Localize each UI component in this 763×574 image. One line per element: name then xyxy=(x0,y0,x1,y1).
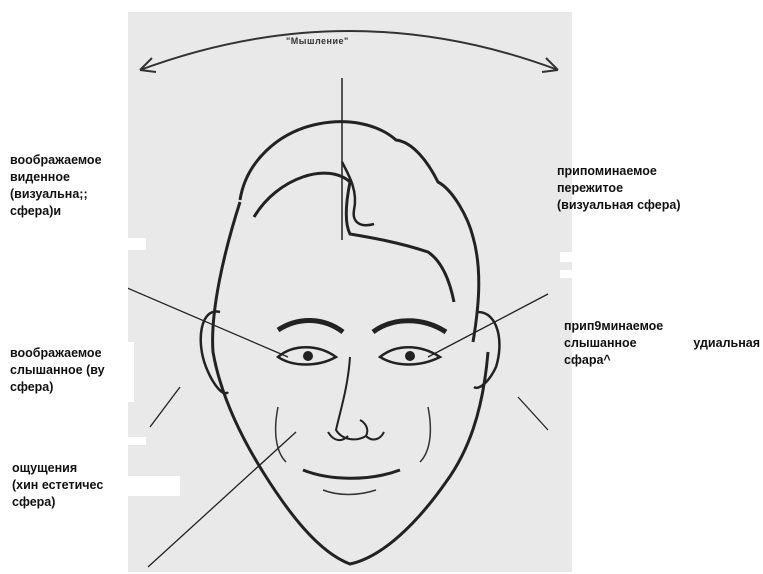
label-remembered-heard: прип9минаемое слышанное удиальная сфара^ xyxy=(564,318,760,369)
pointer-left-ear xyxy=(150,387,180,427)
nose xyxy=(336,357,367,439)
pupil-left xyxy=(303,351,313,361)
brow-right xyxy=(373,321,446,332)
pointer-right-ear xyxy=(518,397,548,430)
pointer-right-eye xyxy=(428,294,548,357)
label-remembered-heard-word-a: слышанное xyxy=(564,335,637,352)
label-remembered-heard-line2: слышанное удиальная xyxy=(564,335,760,352)
diagram-title: "Мышление" xyxy=(286,36,349,46)
pupil-right xyxy=(405,351,415,361)
face-sketch-figure: "Мышление" xyxy=(128,12,572,572)
hair-outline xyxy=(240,122,479,342)
brow-left xyxy=(278,320,343,332)
label-remembered-heard-word-b: удиальная xyxy=(693,335,760,352)
scan-patch xyxy=(560,252,572,262)
pointer-left-eye xyxy=(128,284,288,357)
thinking-arc xyxy=(140,31,558,70)
label-remembered-experienced: припоминаемое пережитое (визуальная сфер… xyxy=(557,163,757,214)
label-imagined-seen: воображаемое виденное (визуальна;; сфера… xyxy=(10,152,136,220)
scan-patch xyxy=(128,437,146,445)
cheek-left xyxy=(276,407,286,462)
cheek-right xyxy=(420,407,430,462)
label-imagined-heard: воображаемое слышанное (ву сфера) xyxy=(10,345,136,396)
lower-lip xyxy=(323,490,376,495)
pointer-chin xyxy=(148,432,296,567)
label-remembered-heard-line1: прип9минаемое xyxy=(564,318,760,335)
scan-patch xyxy=(560,270,572,278)
label-sensations: ощущения (хин естетичес сфера) xyxy=(12,460,136,511)
label-remembered-heard-line3: сфара^ xyxy=(564,352,760,369)
scan-patch xyxy=(128,238,146,250)
face-outline xyxy=(213,202,488,564)
mouth xyxy=(303,470,400,478)
face-sketch xyxy=(128,12,572,572)
